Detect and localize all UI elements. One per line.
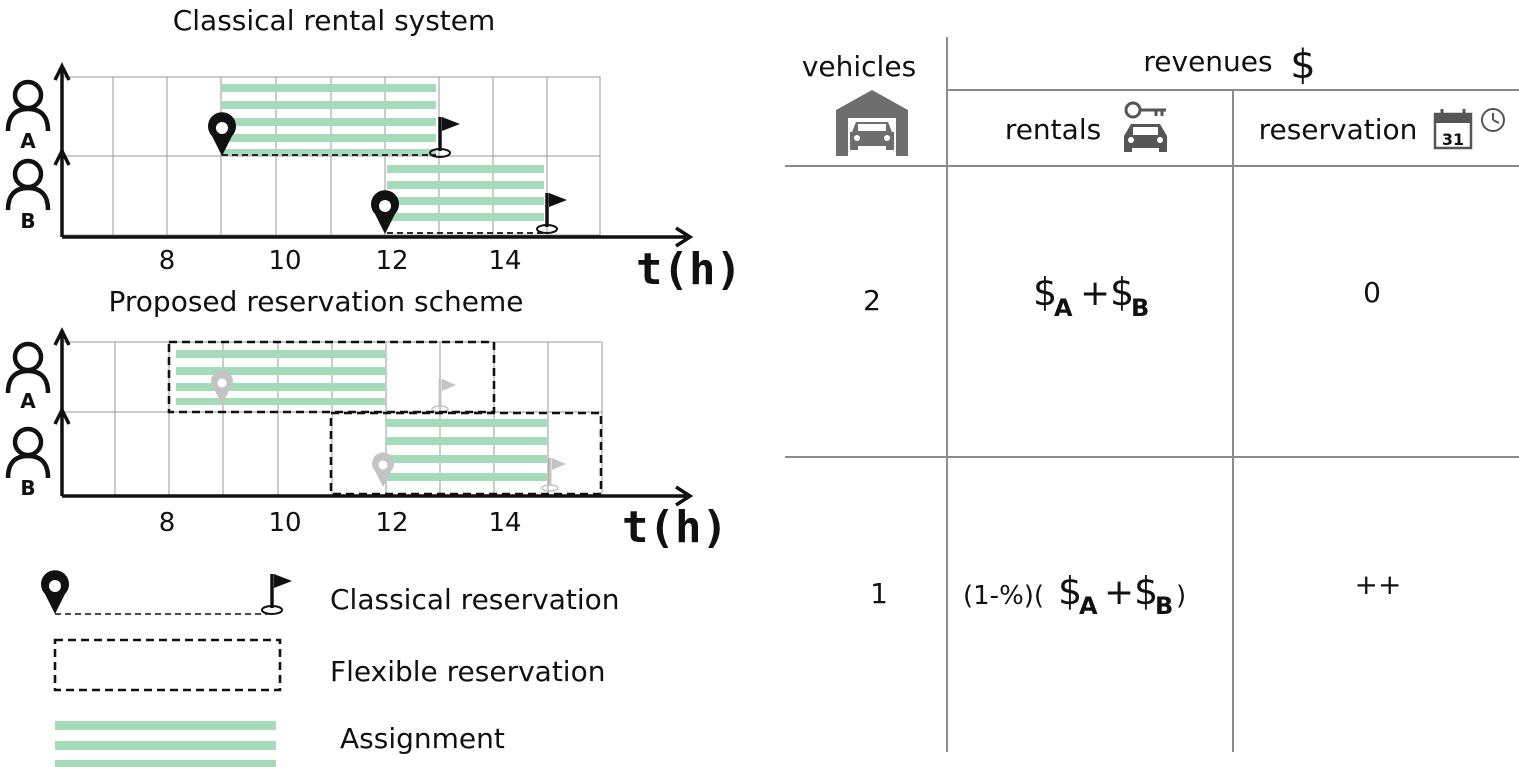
bottom-assignment-a: [176, 350, 385, 405]
top-tick-10: 10: [268, 246, 301, 276]
bottom-axes: [53, 327, 694, 507]
bottom-tick-12: 12: [375, 508, 408, 538]
svg-text:$: $: [1110, 270, 1134, 314]
legend-classical-label: Classical reservation: [330, 583, 620, 616]
revenues-header: revenues: [1143, 45, 1272, 78]
bottom-tick-10: 10: [268, 508, 301, 538]
top-assignment-a: [222, 84, 436, 156]
user-label-b-top: B: [20, 209, 35, 233]
rentals-header: rentals: [1005, 113, 1101, 146]
row2-rentals-formula: (1-%)( $ A + $ B ): [963, 569, 1186, 620]
legend-flexible-label: Flexible reservation: [330, 655, 605, 688]
top-assignment-b: [387, 165, 544, 221]
legend-flag-icon: [260, 572, 294, 616]
bottom-tick-14: 14: [488, 508, 521, 538]
svg-text:$: $: [1134, 569, 1158, 613]
top-axes: [53, 62, 694, 248]
vehicles-header: vehicles: [802, 50, 916, 83]
svg-text:B: B: [1155, 592, 1173, 620]
top-tick-12: 12: [375, 246, 408, 276]
user-icon-b-top: [8, 161, 48, 210]
bottom-assignment-b: [386, 419, 547, 481]
flexible-window-b: [329, 411, 603, 496]
svg-text:$: $: [1058, 569, 1082, 613]
user-icon-a-bottom: [8, 344, 48, 393]
bottom-axis-label: t(h): [622, 502, 728, 553]
table-grid: [785, 37, 1519, 752]
reservation-header: reservation: [1259, 113, 1418, 146]
calendar-day: 31: [1442, 130, 1464, 149]
top-panel-title: Classical rental system: [173, 4, 496, 37]
bottom-tick-8: 8: [159, 508, 176, 538]
svg-text:B: B: [1131, 294, 1149, 322]
row2-reservation: ++: [1355, 568, 1402, 601]
car-key-icon: [1124, 101, 1167, 152]
legend-pin-icon: [41, 570, 69, 614]
user-label-a-top: A: [20, 129, 36, 153]
svg-text:+: +: [1104, 572, 1134, 613]
svg-text:A: A: [1079, 592, 1098, 620]
clock-icon: [1481, 108, 1505, 132]
svg-text:): ): [1176, 581, 1186, 611]
garage-icon: [836, 90, 908, 156]
pickup-pin-icon-b: [371, 190, 399, 234]
top-tick-8: 8: [159, 246, 176, 276]
top-axis-label: t(h): [636, 244, 742, 295]
user-label-b-bottom: B: [20, 476, 35, 500]
ghost-flag-icon-a: [430, 377, 458, 414]
flexible-window-a: [167, 340, 496, 414]
bottom-panel-title: Proposed reservation scheme: [109, 285, 524, 318]
legend-flexible-box: [53, 638, 282, 692]
top-tick-14: 14: [488, 246, 521, 276]
row1-reservation: 0: [1363, 276, 1381, 309]
calendar-icon: 31: [1433, 109, 1473, 150]
dollar-icon: $: [1290, 42, 1315, 88]
row1-vehicles: 2: [863, 284, 881, 317]
user-label-a-bottom: A: [20, 389, 36, 413]
ghost-pin-icon-b: [372, 452, 394, 487]
legend-assignment-label: Assignment: [340, 722, 505, 755]
svg-text:(1-%)(: (1-%)(: [963, 581, 1044, 611]
legend-assignment-swatch: [55, 721, 276, 767]
svg-text:$: $: [1033, 270, 1057, 314]
svg-text:A: A: [1054, 294, 1073, 322]
user-icon-b-bottom: [8, 429, 48, 478]
row1-rentals-formula: $ A + $ B: [1033, 270, 1149, 322]
user-icon-a-top: [8, 82, 48, 131]
row2-vehicles: 1: [870, 577, 888, 610]
svg-text:+: +: [1080, 273, 1110, 314]
